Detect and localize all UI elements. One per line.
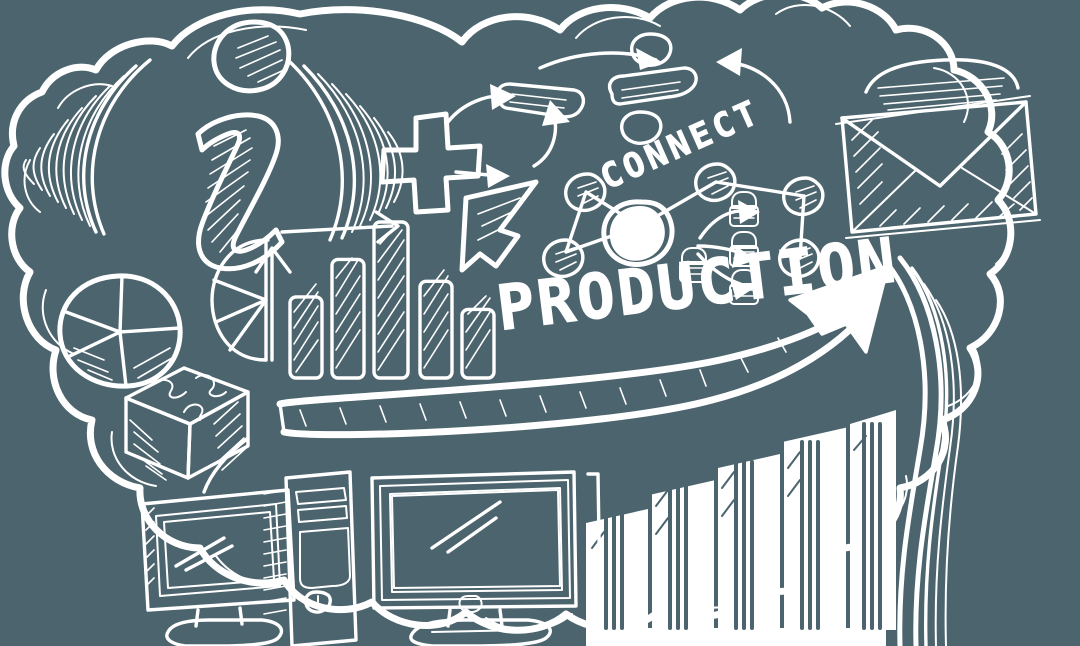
- up-arrow-icon: [532, 100, 570, 168]
- cloud-swoosh: [883, 255, 963, 646]
- signal-arcs-icon: [288, 60, 404, 242]
- bar-chart-bar: [288, 283, 324, 380]
- bar-chart-bar: [652, 478, 714, 630]
- plus-icon: [379, 111, 483, 215]
- desktop-monitor-icon: [586, 472, 602, 606]
- bar-chart-bar: [460, 295, 496, 380]
- curved-arrow-icon: [716, 48, 792, 124]
- curved-arrow-icon: [696, 200, 760, 300]
- envelope-icon: [835, 58, 1041, 239]
- growth-arrow-icon: [276, 264, 890, 439]
- cursor-arrow-icon: [459, 179, 539, 273]
- half-pie-chart-icon: [210, 238, 270, 362]
- widescreen-monitor-icon: [370, 470, 578, 646]
- info-i-icon: [195, 19, 292, 272]
- desktop-monitor-icon: [140, 488, 296, 646]
- bar-chart-solid: [586, 410, 896, 646]
- signal-arcs-icon: [22, 58, 152, 236]
- pc-tower-icon: [263, 470, 358, 646]
- right-arrow-icon: [280, 210, 400, 244]
- bar-chart-bar: [784, 427, 846, 630]
- bar-chart-bar: [718, 454, 780, 630]
- up-arrow-icon: [254, 246, 292, 362]
- connect-word: CONNECT: [594, 92, 768, 199]
- pie-chart-icon: [57, 273, 183, 389]
- divide-icon: [607, 32, 698, 145]
- curved-arrow-icon: [202, 436, 250, 494]
- network-nodes-icon: [542, 162, 825, 279]
- svg-text:CONNECT: CONNECT: [594, 92, 767, 198]
- curved-arrow-icon: [538, 48, 662, 70]
- padlock-icon: [679, 247, 709, 283]
- puzzle-cube-icon: [124, 366, 250, 481]
- right-arrow-icon: [454, 164, 510, 188]
- bar-chart-bar: [330, 257, 366, 380]
- bar-chart-bar: [850, 410, 896, 630]
- minus-icon: [496, 82, 586, 119]
- right-arrow-icon: [446, 84, 516, 124]
- bar-chart-bar: [372, 220, 410, 380]
- bar-chart-bar: [418, 269, 454, 380]
- bar-chart-outline: [288, 220, 496, 380]
